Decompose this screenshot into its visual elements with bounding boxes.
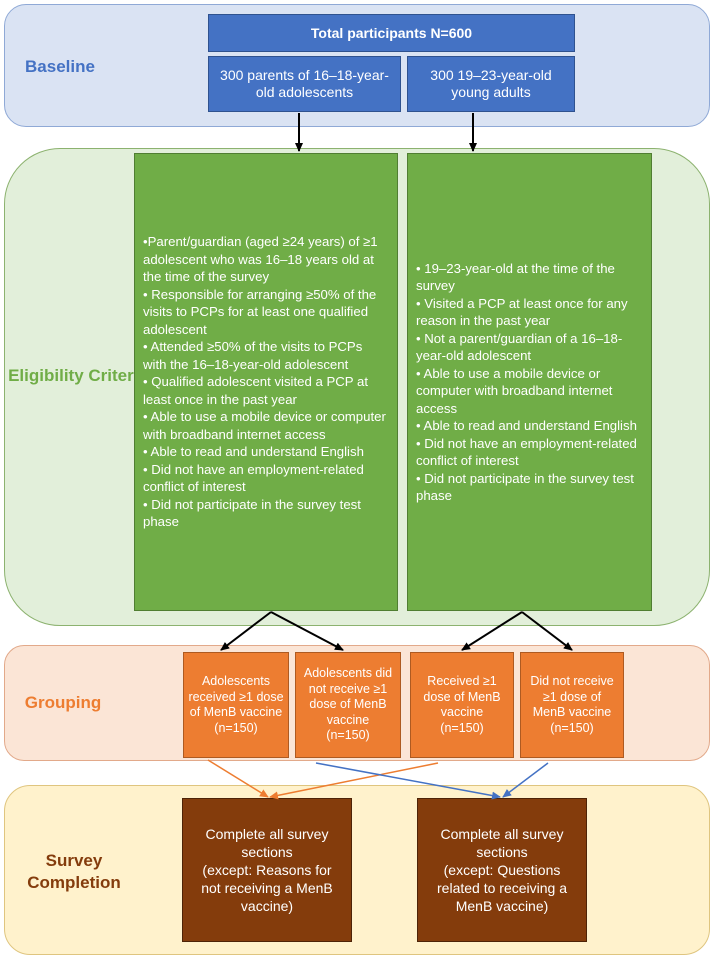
section-label-baseline: Baseline — [25, 57, 95, 76]
criteria-item: • Did not have an employment-related con… — [143, 461, 364, 495]
section-label-survey: Survey Completion — [27, 851, 121, 892]
group-label: Adolescents did not receive ≥1 dose of M… — [303, 666, 393, 727]
group-label: Adolescents received ≥1 dose of MenB vac… — [188, 674, 284, 719]
total-participants-text: Total participants N=600 — [310, 25, 473, 41]
section-label-eligibility: Eligibility Criteria — [8, 366, 148, 385]
criteria-item: • Did not participate in the survey test… — [143, 496, 361, 530]
survey-band — [4, 785, 710, 955]
group-count: (n=150) — [550, 720, 594, 735]
criteria-item: • Did not have an employment-related con… — [416, 435, 637, 469]
criteria-young-adults-box: • 19–23-year-old at the time of the surv… — [407, 153, 652, 611]
group-box-parents-not-received: Adolescents did not receive ≥1 dose of M… — [295, 652, 401, 758]
survey-title: Complete all survey sections — [440, 826, 564, 860]
young-adults-text: 300 19–23-year-old young adults — [430, 67, 552, 100]
criteria-parents-box: •Parent/guardian (aged ≥24 years) of ≥1 … — [134, 153, 398, 611]
criteria-item: • 19–23-year-old at the time of the surv… — [416, 260, 615, 294]
criteria-item: • Able to read and understand English — [416, 418, 637, 433]
group-count: (n=150) — [440, 720, 484, 735]
total-participants-box: Total participants N=600 — [208, 14, 575, 52]
criteria-item: • Able to read and understand English — [143, 444, 364, 460]
criteria-item: • Attended ≥50% of the visits to PCPs wi… — [143, 339, 363, 372]
criteria-item: • Did not participate in the survey test… — [416, 470, 634, 504]
group-box-young-received: Received ≥1 dose of MenB vaccine(n=150) — [410, 652, 514, 758]
parents-box: 300 parents of 16–18-year-old adolescent… — [208, 56, 401, 112]
survey-note: (except: Reasons for not receiving a Men… — [201, 862, 333, 914]
survey-title: Complete all survey sections — [205, 826, 329, 860]
criteria-item: • Able to use a mobile device or compute… — [416, 365, 613, 416]
group-box-young-not-received: Did not receive ≥1 dose of MenB vaccine(… — [520, 652, 624, 758]
criteria-item: • Able to use a mobile device or compute… — [143, 409, 386, 442]
criteria-item: •Parent/guardian (aged ≥24 years) of ≥1 … — [143, 234, 378, 285]
group-count: (n=150) — [326, 728, 370, 743]
group-label: Received ≥1 dose of MenB vaccine — [423, 674, 501, 719]
survey-box-received: Complete all survey sections(except: Rea… — [182, 798, 352, 942]
criteria-item: • Qualified adolescent visited a PCP at … — [143, 374, 369, 407]
criteria-item: • Not a parent/guardian of a 16–18-year-… — [416, 330, 623, 364]
survey-note: (except: Questions related to receiving … — [437, 862, 567, 914]
group-label: Did not receive ≥1 dose of MenB vaccine — [530, 674, 614, 719]
group-count: (n=150) — [214, 720, 258, 735]
young-adults-box: 300 19–23-year-old young adults — [407, 56, 575, 112]
criteria-item: • Visited a PCP at least once for any re… — [416, 295, 628, 329]
group-box-parents-received: Adolescents received ≥1 dose of MenB vac… — [183, 652, 289, 758]
survey-box-not-received: Complete all survey sections(except: Que… — [417, 798, 587, 942]
parents-text: 300 parents of 16–18-year-old adolescent… — [220, 67, 389, 100]
section-label-grouping: Grouping — [24, 693, 102, 712]
criteria-item: • Responsible for arranging ≥50% of the … — [143, 286, 377, 337]
